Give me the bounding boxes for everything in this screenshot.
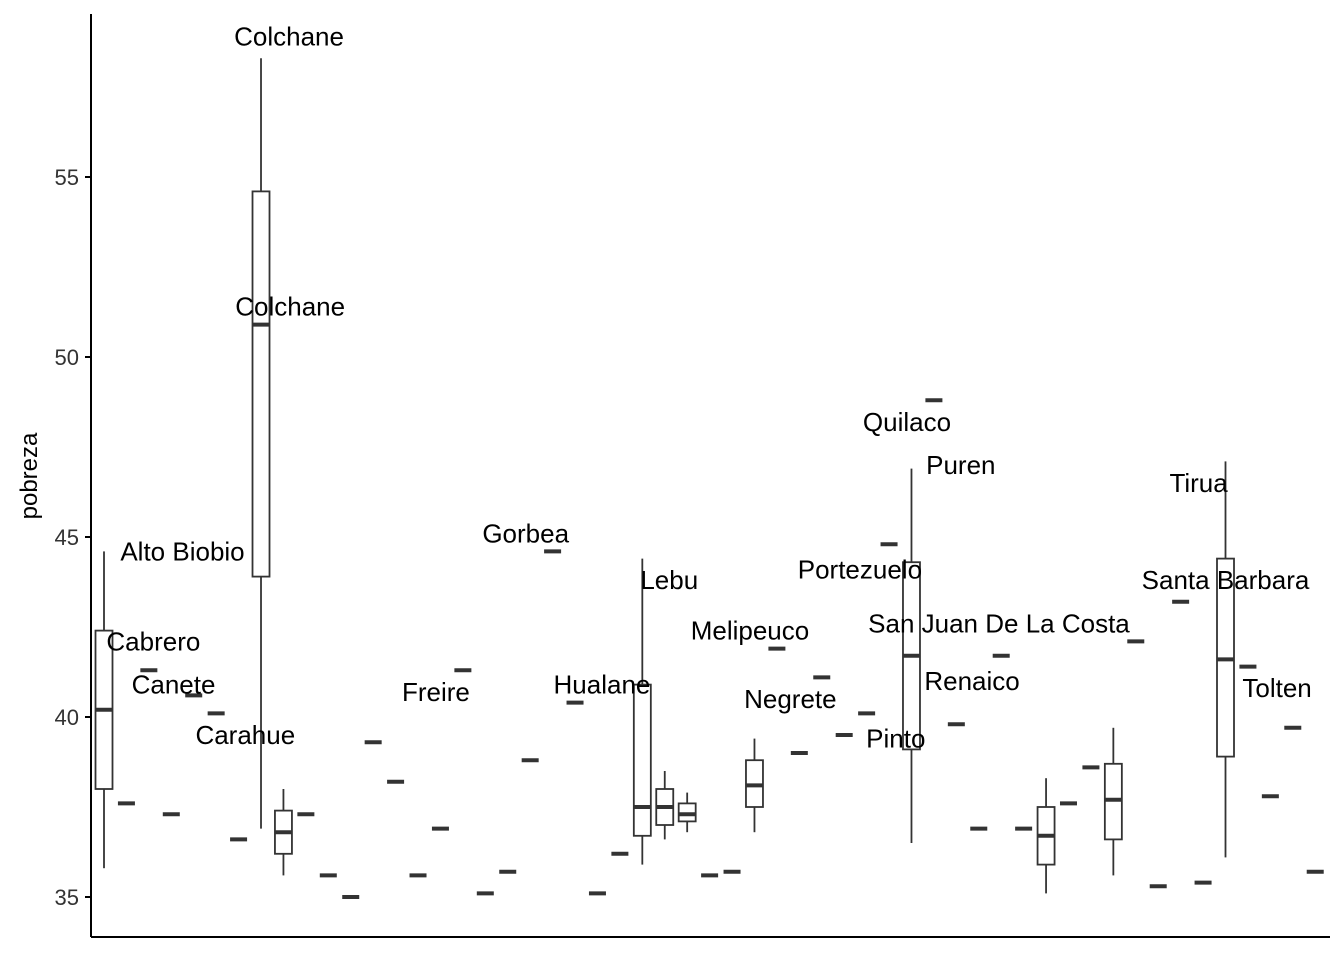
box-iqr [251, 190, 271, 578]
box-30 [745, 738, 764, 833]
label-renaico: Renaico [924, 666, 1019, 696]
y-tick-label: 40 [55, 705, 79, 730]
plot-panel [94, 58, 1324, 899]
label-pinto: Pinto [866, 724, 925, 754]
box-iqr [632, 683, 652, 837]
axes: 35 40 45 50 55 [55, 14, 1330, 938]
box-46 [1103, 727, 1123, 876]
box-9 [274, 789, 293, 876]
y-axis-title-group: pobreza [16, 432, 43, 519]
label-hualane: Hualane [554, 670, 651, 700]
label-puren: Puren [926, 450, 995, 480]
box-27 [677, 792, 697, 833]
label-carahue: Carahue [195, 720, 295, 750]
box-51 [1216, 461, 1235, 858]
label-cabrero: Cabrero [106, 626, 200, 656]
label-colchane: Colchane [234, 22, 344, 52]
label-tolten: Tolten [1242, 673, 1311, 703]
label-santa-barbara: Santa Barbara [1142, 565, 1310, 595]
y-tick-label: 55 [55, 165, 79, 190]
label-quilaco: Quilaco [863, 407, 951, 437]
y-tick-label: 50 [55, 345, 79, 370]
label-gorbea: Gorbea [482, 518, 569, 548]
label-lebu: Lebu [640, 565, 698, 595]
box-43 [1036, 778, 1056, 894]
label-negrete: Negrete [744, 684, 837, 714]
y-tick-label: 45 [55, 525, 79, 550]
label-alto-biobio: Alto Biobio [120, 536, 244, 566]
box-26 [655, 771, 675, 840]
label-colchane: Colchane [235, 292, 345, 322]
box-25 [632, 558, 652, 865]
label-san-juan-de-la-costa: San Juan De La Costa [868, 608, 1130, 638]
label-melipeuco: Melipeuco [691, 616, 810, 646]
box-1 [94, 551, 114, 869]
y-axis-title: pobreza [16, 432, 43, 519]
label-freire: Freire [402, 677, 470, 707]
box-8 [251, 58, 271, 829]
y-tick-label: 35 [55, 885, 79, 910]
label-tirua: Tirua [1169, 468, 1228, 498]
box-37 [902, 468, 921, 843]
label-canete: Canete [132, 670, 216, 700]
label-portezuelo: Portezuelo [798, 554, 922, 584]
